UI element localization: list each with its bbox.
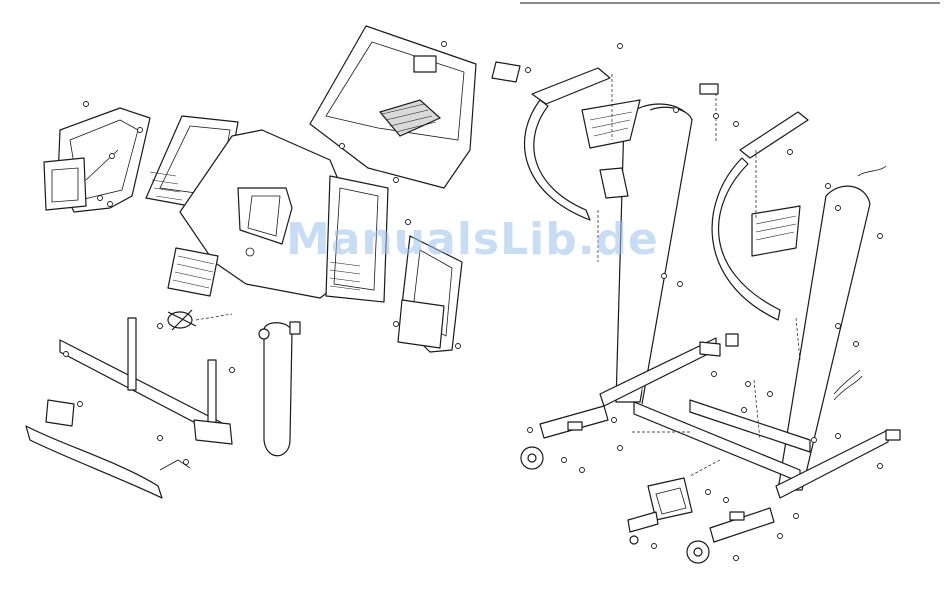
console-frame <box>60 318 232 444</box>
upright-pad <box>259 323 292 456</box>
frame-assembly <box>521 68 888 563</box>
fan-grille <box>168 248 218 296</box>
fan-assembly <box>168 310 232 330</box>
left-handrail-cover <box>44 108 150 212</box>
lower-handlebar <box>26 400 190 498</box>
right-handlebar <box>712 112 808 320</box>
lift-motor <box>628 478 692 544</box>
console-top-cover <box>310 26 520 188</box>
watermark-text: ManualsLib.de <box>286 214 659 265</box>
